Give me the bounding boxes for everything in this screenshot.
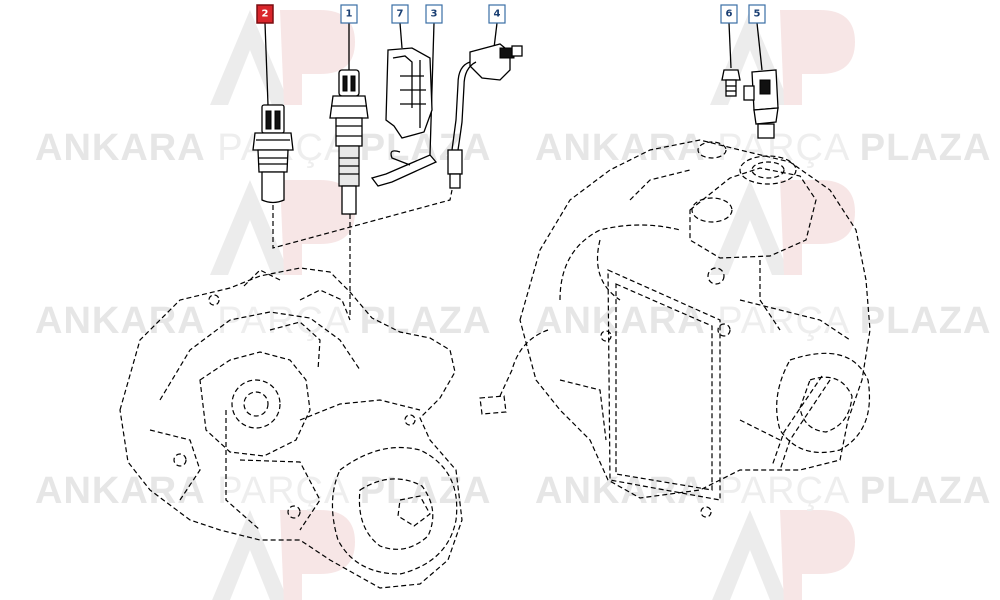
part-5-switch[interactable] — [743, 69, 779, 139]
automatic-gearbox-housing — [479, 139, 871, 518]
assembly-leader-lines — [272, 189, 453, 318]
part-1-sensor[interactable] — [329, 69, 369, 215]
svg-text:ANKARA PARÇA PLAZA: ANKARA PARÇA PLAZA — [535, 127, 991, 169]
callout-6[interactable]: 6 — [720, 4, 738, 24]
svg-text:6: 6 — [726, 9, 733, 20]
svg-text:5: 5 — [754, 9, 761, 20]
svg-text:ANKARA PARÇA PLAZA: ANKARA PARÇA PLAZA — [535, 470, 991, 512]
watermark-text: ANKARA PARÇA PLAZA ANKARA PARÇA PLAZA AN… — [35, 127, 991, 512]
part-7-bracket[interactable] — [385, 47, 433, 139]
svg-text:3: 3 — [431, 9, 438, 20]
svg-text:ANKARA PARÇA PLAZA: ANKARA PARÇA PLAZA — [35, 470, 491, 512]
watermark: ANKARA PARÇA PLAZA ANKARA PARÇA PLAZA AN… — [35, 10, 991, 600]
leader-lines — [264, 22, 763, 156]
callout-5[interactable]: 5 — [748, 4, 766, 24]
svg-text:ANKARA PARÇA PLAZA: ANKARA PARÇA PLAZA — [535, 300, 991, 342]
callout-3[interactable]: 3 — [425, 4, 443, 24]
callout-labels: 2 1 7 3 4 6 5 — [256, 4, 766, 24]
svg-text:7: 7 — [397, 9, 404, 20]
svg-text:1: 1 — [346, 9, 353, 20]
callout-7[interactable]: 7 — [391, 4, 409, 24]
part-2-sensor[interactable] — [252, 104, 294, 204]
callout-2[interactable]: 2 — [256, 4, 274, 24]
part-4-cable-sensor[interactable] — [447, 43, 523, 189]
callout-1[interactable]: 1 — [340, 4, 358, 24]
svg-text:4: 4 — [494, 9, 501, 20]
part-6-bolt[interactable] — [721, 69, 741, 97]
part-3-clip[interactable] — [370, 150, 438, 187]
manual-gearbox-housing — [119, 267, 463, 589]
svg-text:2: 2 — [262, 9, 269, 20]
svg-text:ANKARA PARÇA PLAZA: ANKARA PARÇA PLAZA — [35, 300, 491, 342]
callout-4[interactable]: 4 — [488, 4, 506, 24]
